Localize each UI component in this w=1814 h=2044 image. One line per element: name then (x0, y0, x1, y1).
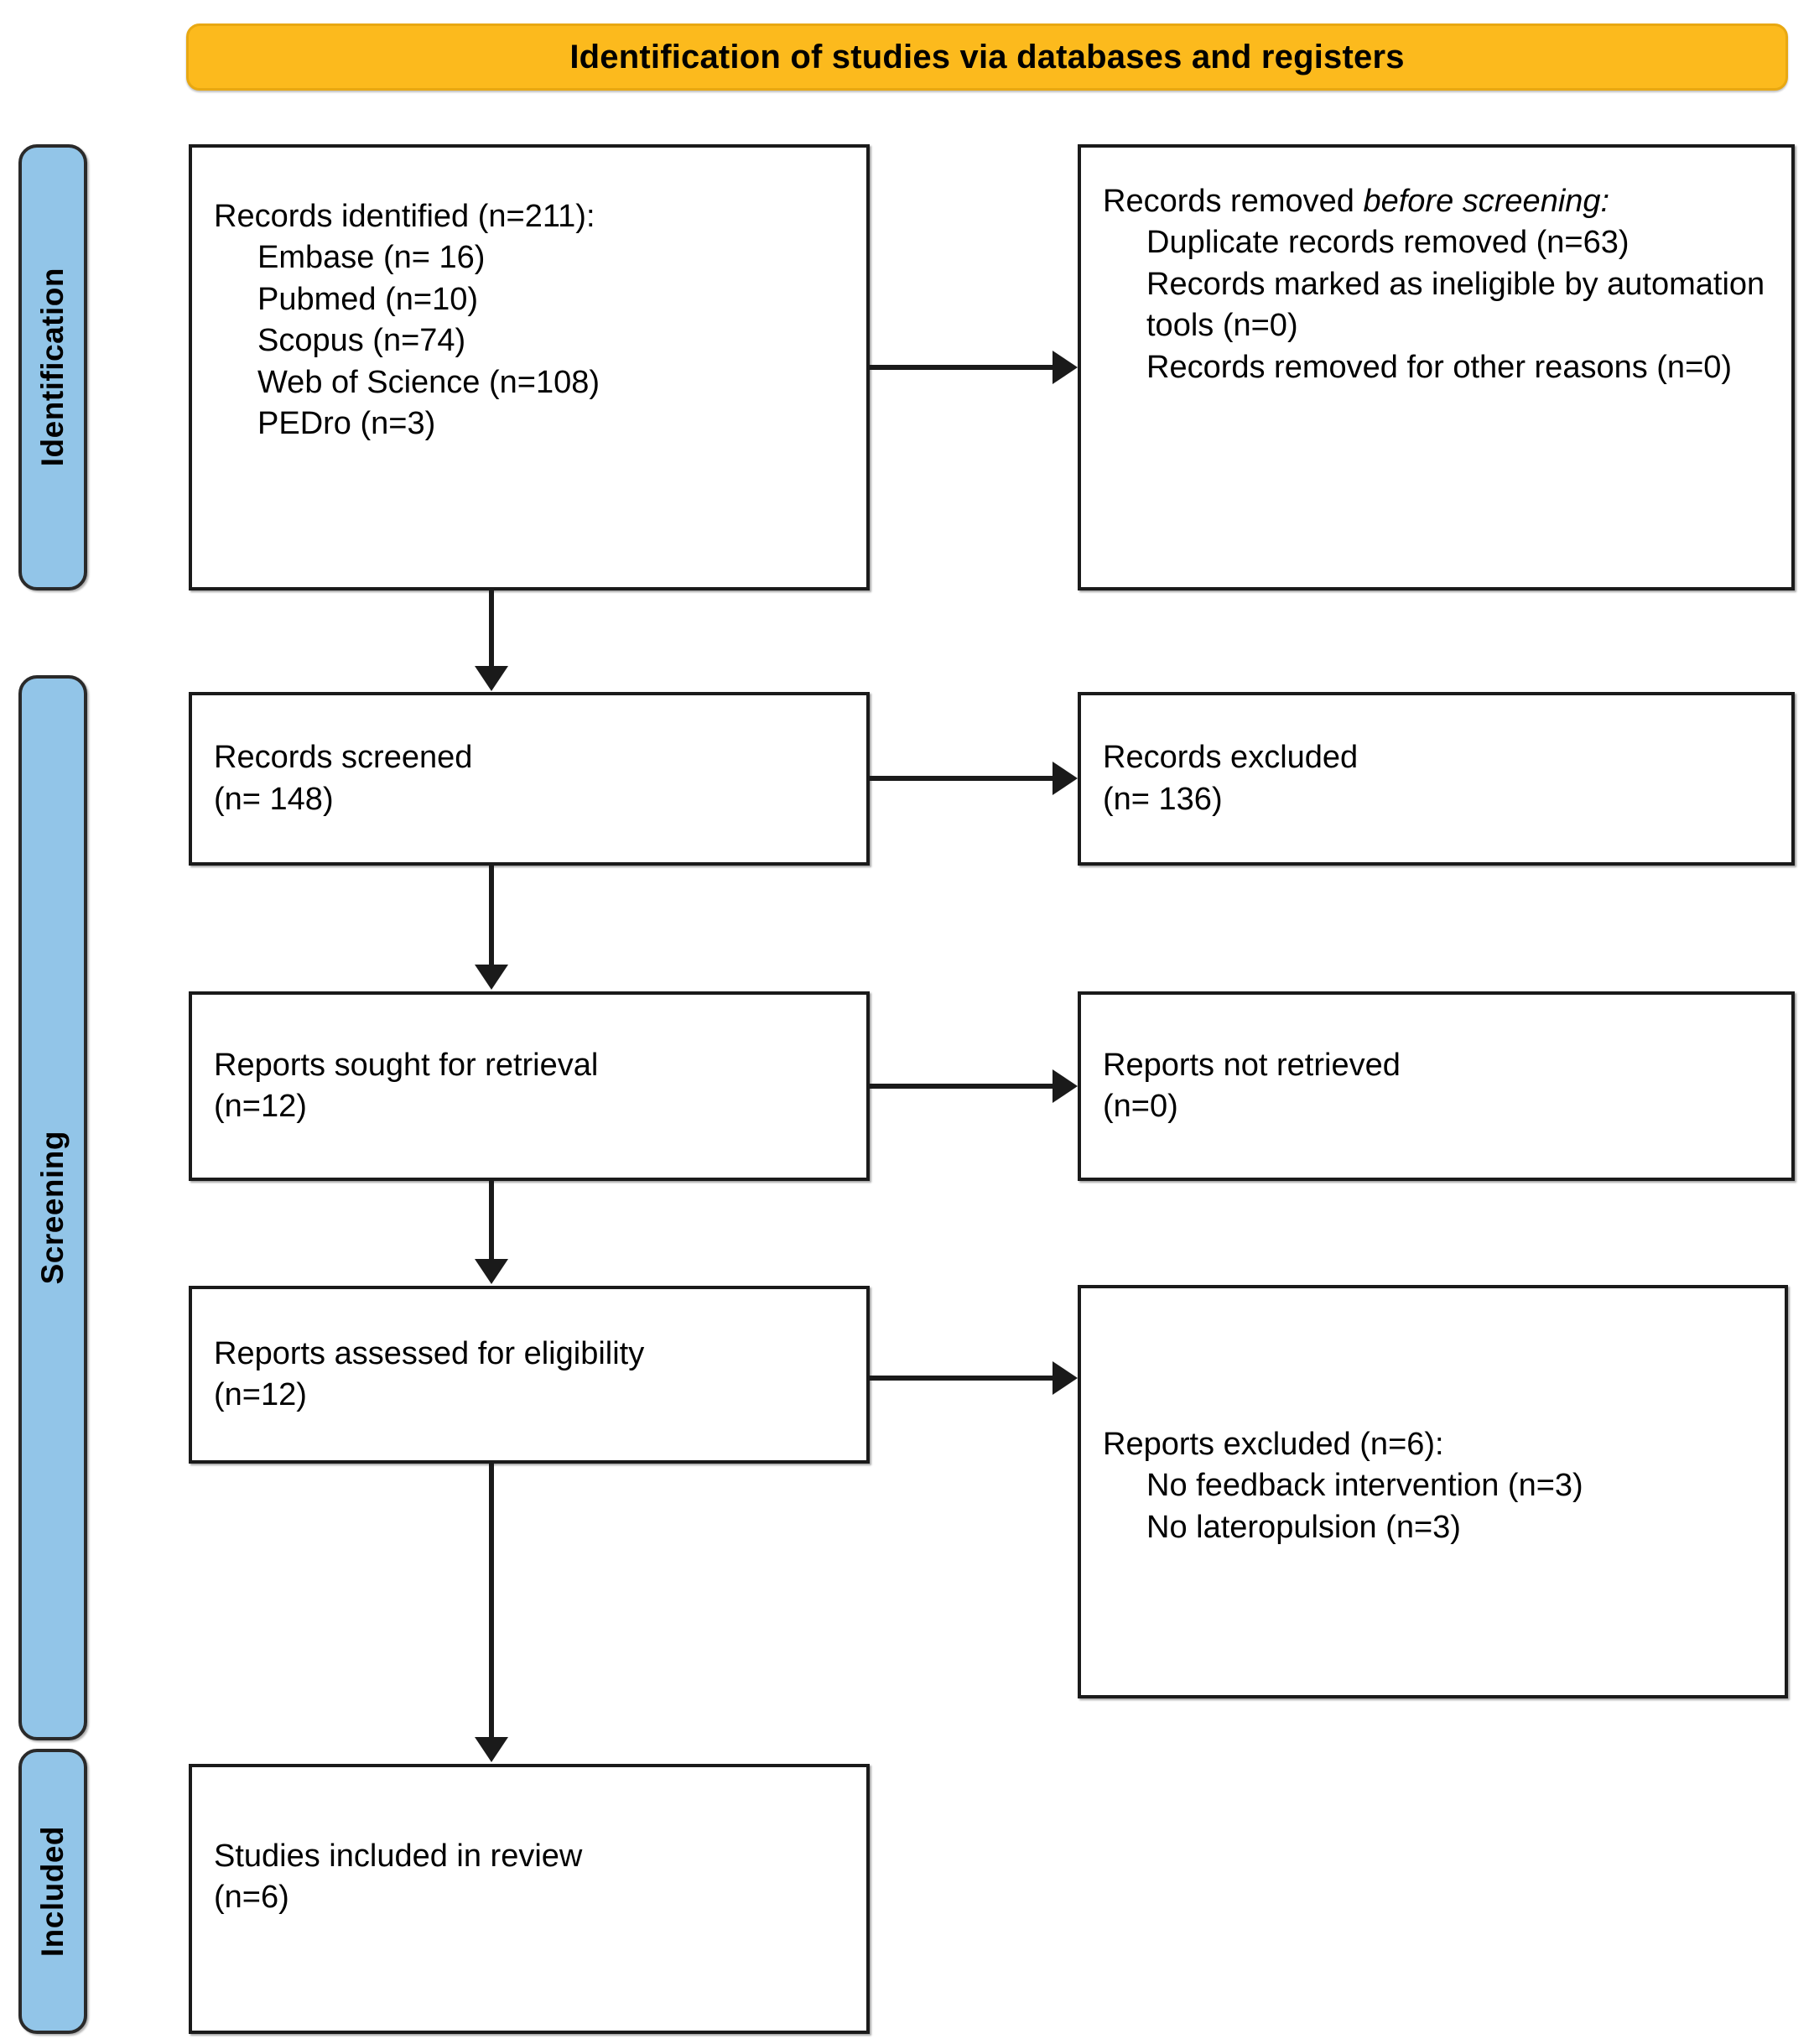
records-removed-title-colon: : (1600, 184, 1610, 219)
records-screened-count: (n= 148) (214, 781, 334, 817)
reports-excluded-title: Reports excluded (n=6): (1103, 1427, 1444, 1462)
records-removed-automation: Records marked as ineligible by automati… (1146, 266, 1765, 344)
connector-sought-to-assessed (489, 1181, 494, 1261)
records-excluded-count: (n= 136) (1103, 781, 1223, 817)
connector-screened-to-sought (489, 866, 494, 966)
arrowhead-identified-to-screened (475, 666, 508, 691)
records-removed-duplicates: Duplicate records removed (n=63) (1146, 225, 1629, 261)
box-studies-included-in-review: Studies included in review (n=6) (189, 1764, 870, 2034)
connector-assessed-to-reports-excluded (870, 1376, 1053, 1381)
stage-label-identification-text: Identification (35, 268, 70, 467)
arrowhead-assessed-to-included (475, 1737, 508, 1762)
connector-sought-to-not-retrieved (870, 1084, 1053, 1089)
identification-banner: Identification of studies via databases … (186, 23, 1788, 91)
stage-label-included-text: Included (35, 1825, 70, 1958)
box-records-screened-text: Records screened (n= 148) (192, 737, 866, 820)
records-identified-source-pubmed: Pubmed (n=10) (257, 281, 478, 317)
connector-identified-to-removed (870, 365, 1053, 370)
stage-label-screening-text: Screening (35, 1131, 70, 1285)
box-records-identified-text: Records identified (n=211): Embase (n= 1… (192, 196, 866, 445)
box-records-removed-before-screening: Records removed before screening: Duplic… (1078, 144, 1795, 590)
box-records-removed-text: Records removed before screening: Duplic… (1081, 181, 1791, 388)
records-removed-title-italic: before screening (1363, 184, 1601, 219)
stage-label-identification: Identification (18, 144, 87, 590)
box-records-identified: Records identified (n=211): Embase (n= 1… (189, 144, 870, 590)
box-reports-excluded-reasons-text: Reports excluded (n=6): No feedback inte… (1081, 1424, 1785, 1548)
box-reports-sought-text: Reports sought for retrieval (n=12) (192, 1045, 866, 1128)
reports-sought-count: (n=12) (214, 1089, 307, 1124)
records-identified-source-embase: Embase (n= 16) (257, 240, 486, 276)
box-reports-assessed-text: Reports assessed for eligibility (n=12) (192, 1334, 866, 1417)
records-removed-other: Records removed for other reasons (n=0) (1146, 349, 1733, 385)
reports-assessed-line1: Reports assessed for eligibility (214, 1335, 645, 1371)
reports-excluded-reason-no-lateropulsion: No lateropulsion (n=3) (1146, 1509, 1461, 1545)
records-identified-source-pedro: PEDro (n=3) (257, 405, 436, 441)
box-reports-not-retrieved-text: Reports not retrieved (n=0) (1081, 1045, 1791, 1128)
box-studies-included-text: Studies included in review (n=6) (192, 1836, 866, 1919)
reports-sought-line1: Reports sought for retrieval (214, 1047, 599, 1083)
box-reports-assessed-for-eligibility: Reports assessed for eligibility (n=12) (189, 1286, 870, 1464)
box-reports-sought-for-retrieval: Reports sought for retrieval (n=12) (189, 991, 870, 1181)
arrowhead-sought-to-not-retrieved (1053, 1069, 1078, 1103)
studies-included-count: (n=6) (214, 1880, 289, 1916)
records-identified-source-scopus: Scopus (n=74) (257, 323, 466, 359)
connector-assessed-to-included (489, 1464, 494, 1739)
records-excluded-line1: Records excluded (1103, 740, 1359, 776)
arrowhead-screened-to-excluded (1053, 762, 1078, 795)
reports-assessed-count: (n=12) (214, 1377, 307, 1412)
arrowhead-sought-to-assessed (475, 1259, 508, 1284)
box-records-excluded-text: Records excluded (n= 136) (1081, 737, 1791, 820)
records-removed-title: Records removed before screening: (1103, 181, 1770, 222)
box-records-excluded: Records excluded (n= 136) (1078, 692, 1795, 866)
reports-not-retrieved-line1: Reports not retrieved (1103, 1047, 1401, 1083)
box-reports-excluded-with-reasons: Reports excluded (n=6): No feedback inte… (1078, 1285, 1788, 1698)
arrowhead-assessed-to-reports-excluded (1053, 1361, 1078, 1395)
records-identified-source-web-of-science: Web of Science (n=108) (257, 364, 600, 400)
connector-screened-to-excluded (870, 776, 1053, 781)
stage-label-screening: Screening (18, 675, 87, 1740)
connector-identified-to-screened (489, 590, 494, 668)
reports-not-retrieved-count: (n=0) (1103, 1089, 1178, 1124)
studies-included-line1: Studies included in review (214, 1839, 583, 1874)
banner-title: Identification of studies via databases … (569, 38, 1405, 75)
records-removed-title-plain: Records removed (1103, 184, 1364, 219)
box-reports-not-retrieved: Reports not retrieved (n=0) (1078, 991, 1795, 1181)
box-records-screened: Records screened (n= 148) (189, 692, 870, 866)
records-identified-title: Records identified (n=211): (214, 199, 595, 234)
arrowhead-screened-to-sought (475, 965, 508, 990)
stage-label-included: Included (18, 1749, 87, 2034)
arrowhead-identified-to-removed (1053, 351, 1078, 384)
records-screened-line1: Records screened (214, 740, 473, 776)
reports-excluded-reason-no-feedback: No feedback intervention (n=3) (1146, 1468, 1583, 1504)
